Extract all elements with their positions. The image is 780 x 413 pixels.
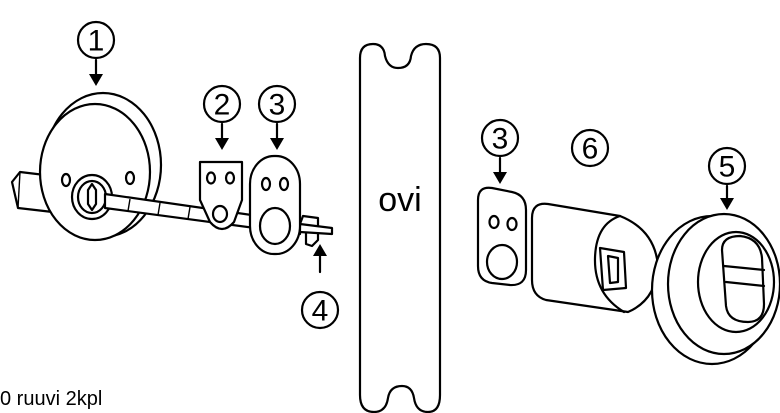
callout-2: 2 <box>202 84 242 150</box>
outer-ring <box>650 212 780 366</box>
rose-plate-left <box>248 154 302 256</box>
lock-cylinder <box>530 202 660 314</box>
callout-6-number: 6 <box>582 133 599 166</box>
rose-plate-right <box>476 186 528 287</box>
callout-3-right-number: 3 <box>492 123 509 156</box>
callout-1-number: 1 <box>88 25 105 58</box>
callout-1: 1 <box>76 20 116 86</box>
door-label: ovi <box>378 181 421 219</box>
callout-3-left-number: 3 <box>269 89 286 122</box>
callout-3-left: 3 <box>257 84 297 150</box>
screw-caption: 0 ruuvi 2kpl <box>0 388 102 410</box>
inner-lock-body <box>10 91 163 242</box>
callout-2-number: 2 <box>214 89 231 122</box>
callout-3-right: 3 <box>480 118 520 184</box>
callout-5-number: 5 <box>719 151 736 184</box>
door: ovi <box>358 42 442 413</box>
callout-5: 5 <box>707 146 747 210</box>
callout-4-number: 4 <box>312 295 329 328</box>
bracket-plate <box>198 160 244 231</box>
callout-6: 6 <box>570 128 610 168</box>
callout-4: 4 <box>300 244 340 330</box>
